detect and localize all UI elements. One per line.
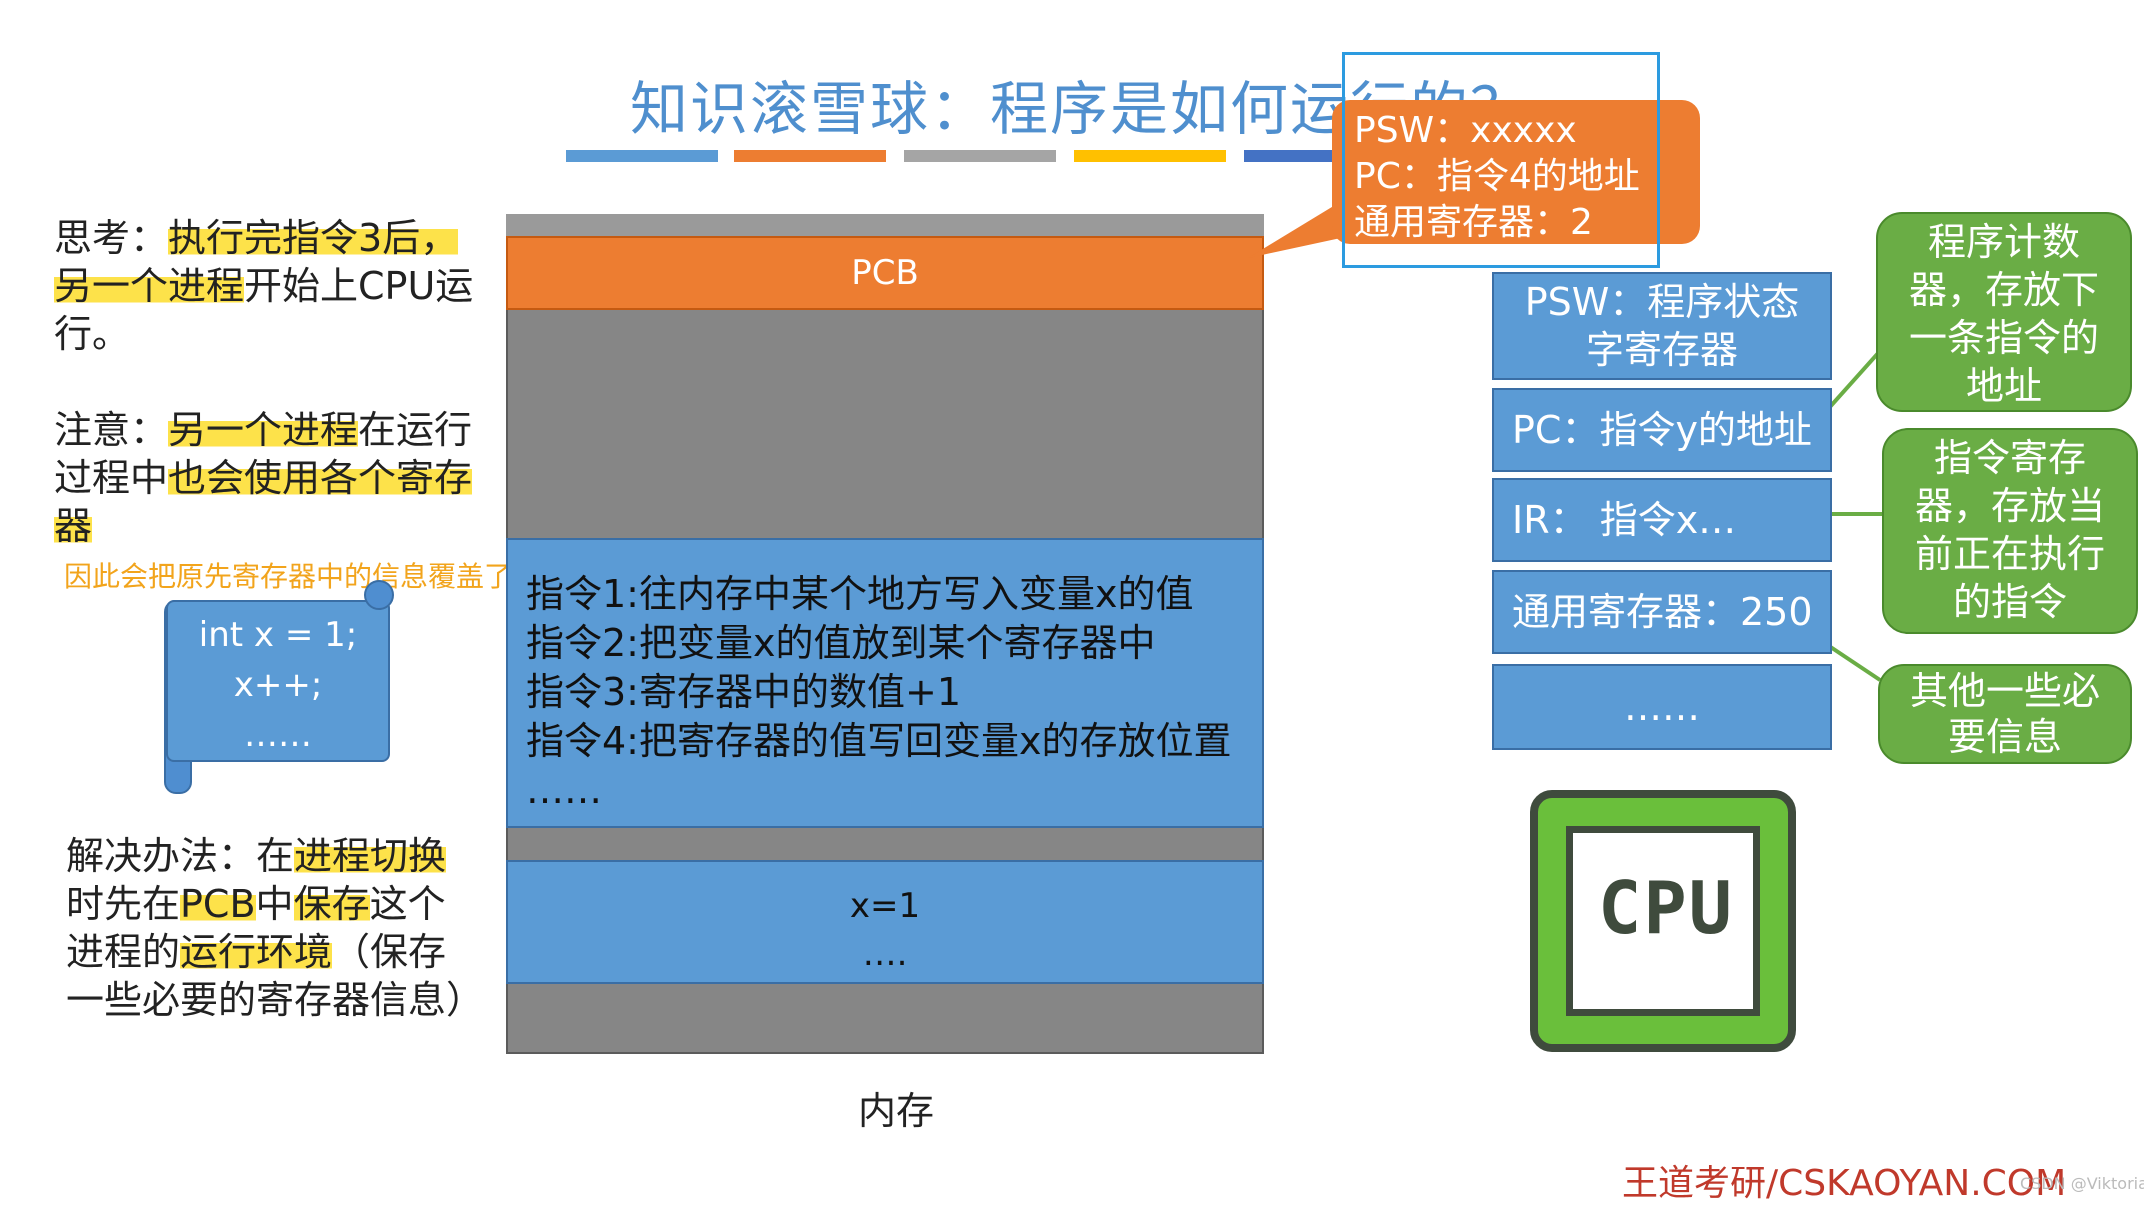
title-bar-5 xyxy=(1244,150,1334,162)
solve-tail: （保存一些必要的寄存器信息） xyxy=(66,930,485,1022)
scroll-line-3: …… xyxy=(244,715,312,755)
solve-highlight-3: 保存 xyxy=(293,882,370,926)
solve-mid-3: 这个进程的 xyxy=(66,882,446,974)
note-label: 注意： xyxy=(54,408,169,452)
think-highlight-1: 执行完指令3后， xyxy=(168,216,459,260)
think-highlight-2: 另一个进程 xyxy=(54,264,245,308)
title-bar-1 xyxy=(566,150,718,162)
title-bar-4 xyxy=(1074,150,1226,162)
footer-brand: 王道考研/CSKAOYAN.COM xyxy=(1622,1163,2067,1204)
solution-note: 解决办法：在进程切换时先在PCB中保存这个进程的运行环境（保存一些必要的寄存器信… xyxy=(66,832,484,1024)
solve-mid-2: 中 xyxy=(255,882,294,926)
memory-label: 内存 xyxy=(858,1089,935,1133)
code-scroll: int x = 1; x++; …… xyxy=(166,600,390,762)
note-highlight-1: 另一个进程 xyxy=(168,408,359,452)
register-pc: PC：指令y的地址 xyxy=(1492,388,1832,472)
title-bar-3 xyxy=(904,150,1056,162)
instruction-1: 指令1:往内存中某个地方写入变量x的值 xyxy=(526,572,1194,616)
cpu-icon-label: CPU xyxy=(1597,866,1735,950)
data-line-1: x=1 xyxy=(849,886,921,926)
solve-label: 解决办法：在 xyxy=(66,834,295,878)
watermark: CSDN @Viktoriae xyxy=(2020,1174,2144,1193)
solve-highlight-2: PCB xyxy=(180,882,256,926)
solve-highlight-4: 运行环境 xyxy=(180,930,333,974)
callout-pc: PC：指令4的地址 xyxy=(1354,156,1640,197)
instruction-3: 指令3:寄存器中的数值+1 xyxy=(526,670,961,714)
cpu-chip-face xyxy=(1566,826,1760,1016)
register-psw: PSW：程序状态字寄存器 xyxy=(1492,272,1832,380)
attention-note: 注意：另一个进程在运行过程中也会使用各个寄存器 xyxy=(54,406,474,550)
think-note: 思考：执行完指令3后，另一个进程开始上CPU运行。 xyxy=(54,214,474,358)
callout-psw: PSW：xxxxx xyxy=(1354,110,1577,151)
register-ir: IR： 指令x… xyxy=(1492,478,1832,562)
instruction-more: …… xyxy=(526,768,602,812)
note-mid: 在运行过程中 xyxy=(54,408,473,500)
pcb-callout: PSW：xxxxx PC：指令4的地址 通用寄存器：2 xyxy=(1332,100,1700,244)
scroll-curl-right xyxy=(364,580,394,610)
ir-explanation-bubble: 指令寄存器，存放当前正在执行的指令 xyxy=(1882,428,2138,634)
solve-mid: 时先在 xyxy=(66,882,181,926)
scroll-line-1: int x = 1; xyxy=(198,615,358,655)
title-bar-2 xyxy=(734,150,886,162)
register-general: 通用寄存器：250 xyxy=(1492,570,1832,654)
think-rest: 开始上CPU运行。 xyxy=(54,264,474,356)
memory-top-strip xyxy=(506,214,1264,236)
instruction-block: 指令1:往内存中某个地方写入变量x的值 指令2:把变量x的值放到某个寄存器中 指… xyxy=(506,538,1264,828)
register-more: …… xyxy=(1492,664,1832,750)
instruction-4: 指令4:把寄存器的值写回变量x的存放位置 xyxy=(526,719,1232,763)
pcb-block: PCB xyxy=(506,236,1264,310)
solve-highlight-1: 进程切换 xyxy=(294,834,447,878)
other-info-bubble: 其他一些必要信息 xyxy=(1878,664,2132,764)
instruction-2: 指令2:把变量x的值放到某个寄存器中 xyxy=(526,621,1156,665)
overwrite-hint: 因此会把原先寄存器中的信息覆盖了 xyxy=(64,560,513,593)
pc-explanation-bubble: 程序计数器，存放下一条指令的地址 xyxy=(1876,212,2132,412)
callout-gpr: 通用寄存器：2 xyxy=(1354,202,1593,243)
data-line-2: …. xyxy=(862,934,908,974)
data-block: x=1 …. xyxy=(506,860,1264,984)
think-label: 思考： xyxy=(54,216,169,260)
scroll-line-2: x++; xyxy=(233,665,323,705)
selection-box[interactable] xyxy=(1342,52,1660,268)
